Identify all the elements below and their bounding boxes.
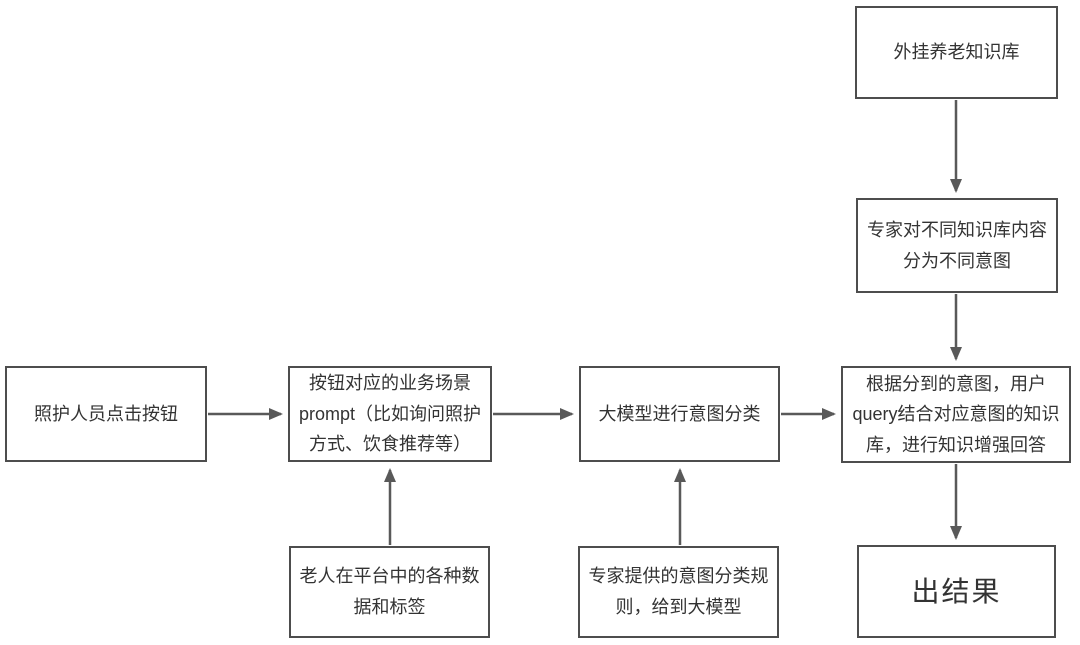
box-output-result: 出结果	[857, 545, 1056, 638]
box-output-result-label: 出结果	[911, 575, 1002, 607]
box-llm-intent-classification-label: 大模型进行意图分类	[598, 403, 761, 424]
box-llm-intent-classification: 大模型进行意图分类	[579, 366, 780, 462]
box-business-scene-prompt: 按钮对应的业务场景 prompt（比如询问照护方式、饮食推荐等）	[288, 366, 492, 462]
box-expert-classification-rules: 专家提供的意图分类规则，给到大模型	[578, 546, 779, 638]
box-expert-classification-rules-label: 专家提供的意图分类规则，给到大模型	[588, 566, 769, 617]
box-caregiver-click-button: 照护人员点击按钮	[5, 366, 207, 462]
box-knowledge-enhanced-answer-label: 根据分到的意图，用户query结合对应意图的知识库，进行知识增强回答	[852, 373, 1060, 455]
box-external-knowledge-base: 外挂养老知识库	[855, 6, 1058, 99]
box-knowledge-enhanced-answer: 根据分到的意图，用户query结合对应意图的知识库，进行知识增强回答	[841, 366, 1071, 463]
box-elder-platform-data: 老人在平台中的各种数据和标签	[289, 546, 490, 638]
box-expert-intent-split: 专家对不同知识库内容分为不同意图	[856, 198, 1058, 293]
box-caregiver-click-button-label: 照护人员点击按钮	[34, 403, 178, 424]
box-elder-platform-data-label: 老人在平台中的各种数据和标签	[299, 566, 480, 617]
box-external-knowledge-base-label: 外挂养老知识库	[893, 42, 1020, 63]
box-expert-intent-split-label: 专家对不同知识库内容分为不同意图	[867, 219, 1047, 271]
box-business-scene-prompt-label: 按钮对应的业务场景 prompt（比如询问照护方式、饮食推荐等）	[298, 373, 482, 455]
